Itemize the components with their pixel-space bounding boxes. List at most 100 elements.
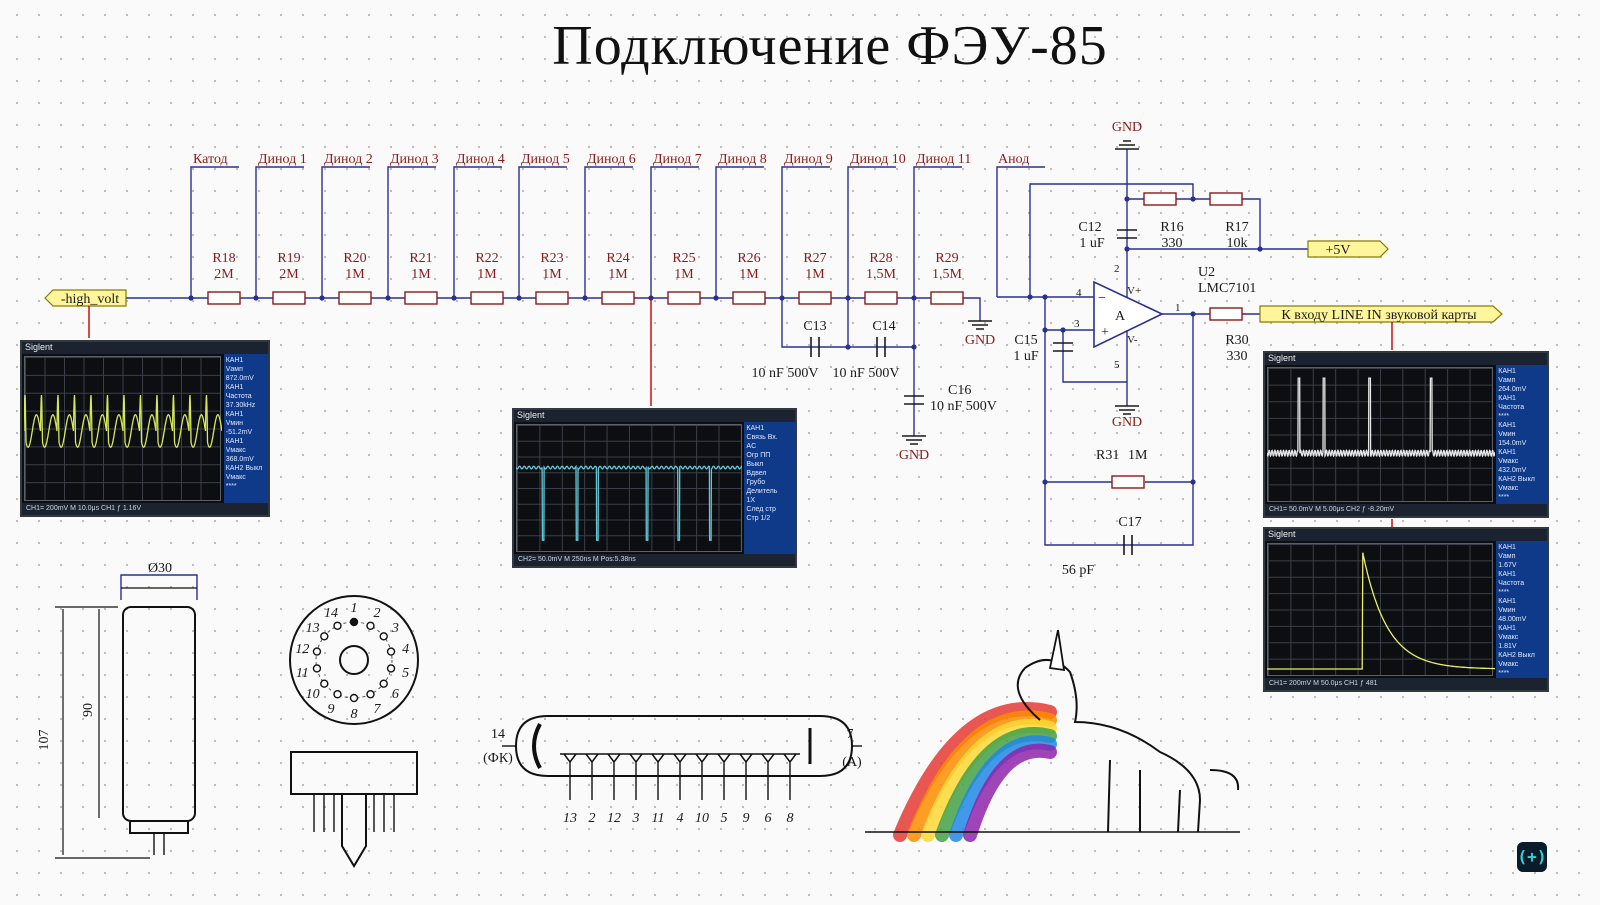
tube-envelope xyxy=(514,715,854,777)
socket-center-hole xyxy=(339,645,369,675)
scope-readout: 37.30kHz xyxy=(225,402,256,409)
node-wire xyxy=(190,166,239,298)
dynode-symbol xyxy=(783,753,797,764)
resistor-value: 2M xyxy=(214,267,234,282)
capacitor-value: 10 nF 500V xyxy=(833,366,900,381)
dynode-symbol xyxy=(695,753,709,764)
pin-number: 1 xyxy=(1175,302,1181,314)
rainbow-band xyxy=(935,727,1057,842)
bias-wire xyxy=(1029,183,1194,297)
gnd-label: GND xyxy=(1112,415,1142,430)
socket-pin-label: 13 xyxy=(306,621,320,636)
pin-number: 4 xyxy=(1076,287,1082,299)
scope-waveform xyxy=(24,394,222,448)
scope-readout: Vмакс xyxy=(1498,634,1519,641)
opamp-lmc7101 xyxy=(1093,280,1164,349)
resistor-value: 2M xyxy=(279,267,299,282)
supply-port-tag xyxy=(1307,240,1389,258)
socket-pin-8 xyxy=(349,693,359,703)
scope-readout: Vмин xyxy=(1498,607,1516,614)
socket-pin-7 xyxy=(366,690,375,699)
socket-pin-label: 3 xyxy=(391,621,399,636)
resistor-ref: R31 xyxy=(1096,448,1119,463)
resistor-r24 xyxy=(601,291,635,305)
tube-dynode-pin-label: 9 xyxy=(743,811,750,826)
resistor-ref: R23 xyxy=(540,251,563,266)
resistor-ref: R21 xyxy=(409,251,432,266)
scope-readout: -51.2mV xyxy=(225,429,253,436)
scope-readout: КАН1 xyxy=(746,425,765,432)
scope-footer: CH1= 50.0mV M 5.00μs CH2 ƒ -8.20mV xyxy=(1265,504,1547,516)
node-wire xyxy=(518,166,567,298)
scope-readout: КАН1 xyxy=(225,411,244,418)
scope-readout: **** xyxy=(1498,494,1510,501)
capacitor-value: 10 nF 500V xyxy=(930,399,997,414)
feedback-wire xyxy=(1044,314,1194,546)
dynode-symbol xyxy=(739,753,753,764)
scope-trace xyxy=(1267,377,1495,458)
node-label-dynode-9: Динод 9 xyxy=(784,152,833,167)
capacitor-ref: C15 xyxy=(1014,333,1037,348)
tube-dynode-pin-label: 2 xyxy=(589,811,596,826)
unicorn-outline xyxy=(1016,659,1240,833)
scope-readout: Частота xyxy=(1498,404,1525,411)
inverting-input-symbol: − xyxy=(1098,291,1106,306)
scope-readout: 1.81V xyxy=(1498,643,1517,650)
scope-brand: Siglent xyxy=(1268,529,1296,539)
scope-waveform xyxy=(516,464,742,541)
resistor-value: 1M xyxy=(739,267,759,282)
socket-outline xyxy=(289,595,419,725)
resistor-ref: R25 xyxy=(672,251,695,266)
socket-pin-label: 4 xyxy=(402,642,409,657)
resistor-r21 xyxy=(404,291,438,305)
opamp-vminus-label: V- xyxy=(1127,334,1138,346)
scope-readout: Vмакс xyxy=(1498,661,1519,668)
dynode-symbol xyxy=(717,753,731,764)
scope-readout: Частота xyxy=(1498,580,1525,587)
scope-readout: 154.0mV xyxy=(1498,440,1527,447)
tube-diameter-label: Ø30 xyxy=(148,561,172,576)
scope-readout: Выкл xyxy=(746,461,764,468)
resistor-ref: R16 xyxy=(1160,220,1183,235)
tube-dynode-pin-label: 6 xyxy=(765,811,772,826)
dynode-symbol xyxy=(761,753,775,764)
resistor-value: 1M xyxy=(477,267,497,282)
resistor-r27 xyxy=(798,291,832,305)
tube-body-outline xyxy=(122,606,196,822)
tube-dynode-pin-label: 12 xyxy=(607,811,621,826)
junction-dot xyxy=(1190,479,1196,485)
node-label-dynode-11: Динод 11 xyxy=(916,152,971,167)
node-label-dynode-8: Динод 8 xyxy=(718,152,767,167)
resistor-r25 xyxy=(667,291,701,305)
resistor-ref: R27 xyxy=(803,251,826,266)
tube-dynode-pin-label: 10 xyxy=(695,811,709,826)
resistor-ref: R17 xyxy=(1225,220,1248,235)
tube-dynode-pin-label: 8 xyxy=(787,811,794,826)
rainbow-band xyxy=(963,743,1057,842)
resistor-r26 xyxy=(732,291,766,305)
node-label-dynode-1: Динод 1 xyxy=(258,152,307,167)
resistor-value: 1M xyxy=(345,267,365,282)
opamp-part: LMC7101 xyxy=(1198,281,1256,296)
scope-trace xyxy=(24,394,222,448)
scope-readout: 264.0mV xyxy=(1498,386,1527,393)
scope-readout: Частота xyxy=(225,393,252,400)
resistor-ref: R20 xyxy=(343,251,366,266)
junction-dot xyxy=(1124,246,1130,252)
scope-readout: КАН1 xyxy=(1498,395,1516,402)
scope-brand: Siglent xyxy=(517,410,545,420)
resistor-r17 xyxy=(1209,192,1243,206)
resistor-value: 1.5M xyxy=(866,267,897,282)
node-wire xyxy=(847,166,896,298)
tube-pin-name: (А) xyxy=(842,755,862,770)
scope-footer: CH1= 200mV M 50.0μs CH1 ƒ 481 xyxy=(1265,678,1547,690)
capacitor-ref: C17 xyxy=(1118,515,1141,530)
junction-dot xyxy=(1042,294,1048,300)
socket-pin-label: 9 xyxy=(328,702,335,717)
socket-pin-label: 2 xyxy=(373,606,380,621)
socket-pin-1 xyxy=(349,617,359,627)
